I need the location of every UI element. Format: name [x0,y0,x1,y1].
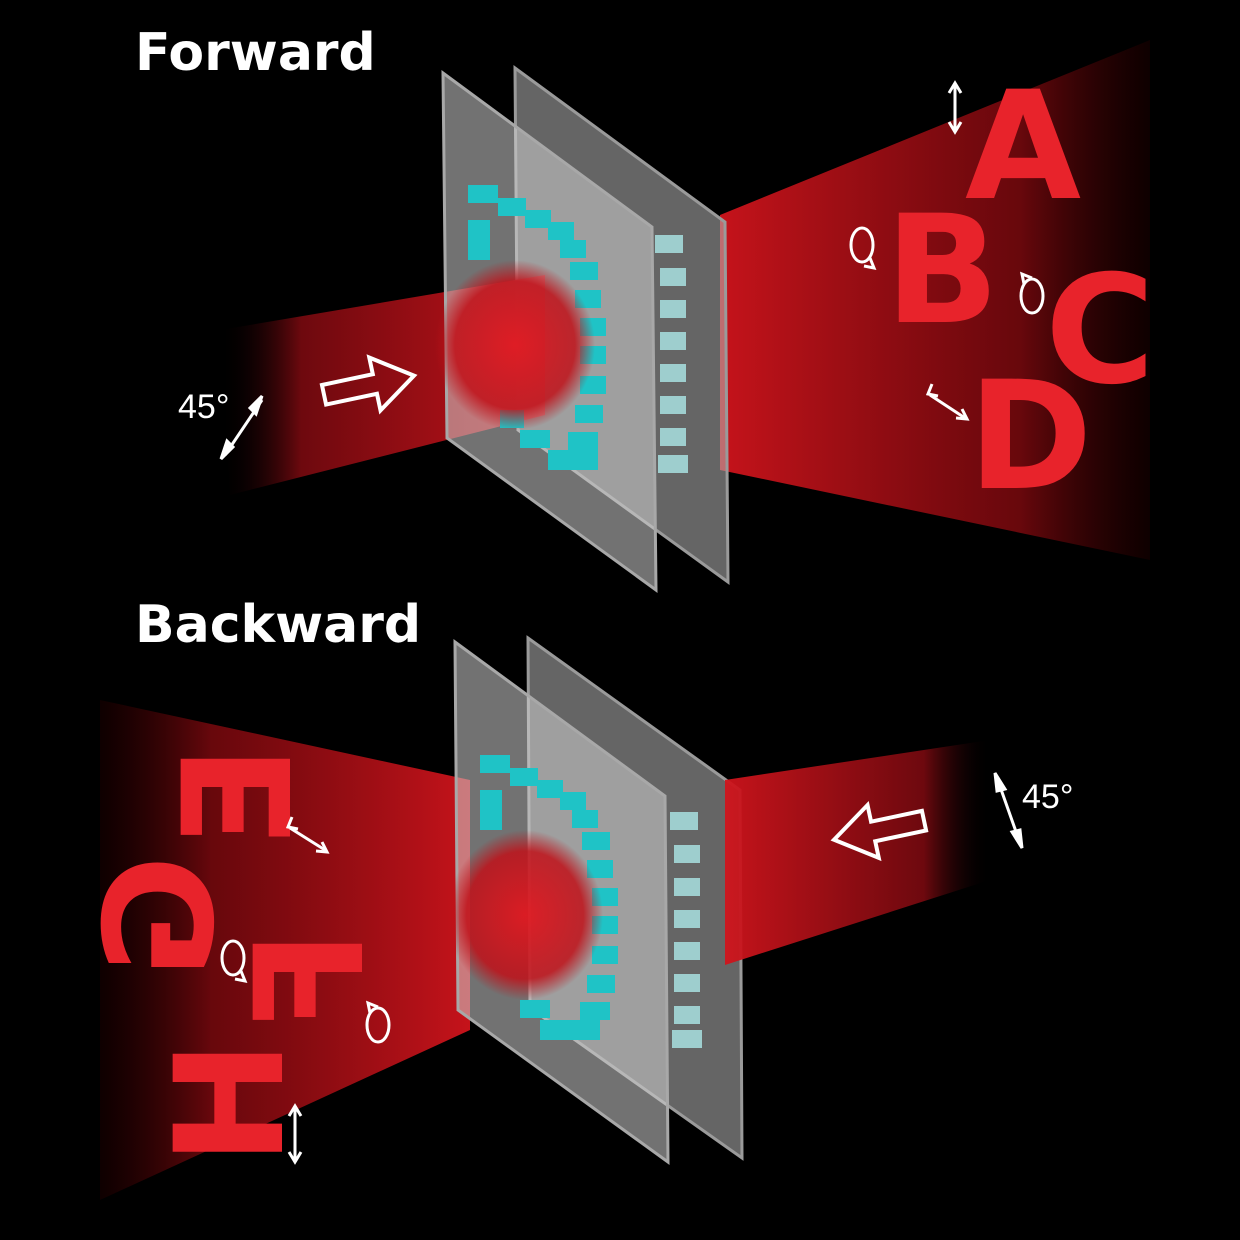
forward-panel: Forward [135,23,1155,593]
forward-back-metasurface [655,235,688,473]
forward-output-beam [720,40,1150,560]
backward-propagation-arrow-icon [830,800,929,862]
forward-linear-polarization-arrow-icon [219,394,264,461]
backward-letter-h: H [144,1040,318,1166]
letter-d-linear-polarization-arrow-icon [925,383,970,421]
backward-angle-label: 45° [1022,778,1073,816]
backward-marks [220,816,391,1165]
backward-letter-g: G [74,855,248,978]
backward-panel: Backward [74,595,1073,1200]
forward-beam-spot [435,260,595,430]
letter-e-linear-polarization-arrow-icon [285,816,330,854]
backward-beam-spot [447,830,603,1000]
forward-letter-a: A [965,60,1081,234]
backward-title: Backward [135,595,421,655]
letter-b-circular-polarization-icon [849,226,877,271]
backward-back-metasurface [670,812,702,1048]
forward-angle-label: 45° [178,388,229,426]
forward-letter-d: D [968,350,1093,524]
backward-letter-f: F [224,930,398,1032]
backward-linear-polarization-arrow-icon [993,772,1024,849]
backward-output-beam [100,700,470,1200]
forward-title: Forward [135,23,376,83]
forward-marks [849,80,1045,421]
letter-c-circular-polarization-icon [1019,271,1045,315]
letter-h-linear-polarization-arrow-icon [287,1103,303,1165]
forward-letter-c: C [1045,244,1155,418]
forward-propagation-arrow-icon [319,354,418,415]
backward-metasurface [480,755,618,1040]
letter-a-linear-polarization-arrow-icon [947,80,963,135]
forward-letter-b: B [885,184,999,358]
backward-input-beam [725,740,990,965]
backward-letter-e: E [152,745,326,847]
letter-f-circular-polarization-icon [365,1000,391,1044]
letter-g-circular-polarization-icon [220,939,248,984]
